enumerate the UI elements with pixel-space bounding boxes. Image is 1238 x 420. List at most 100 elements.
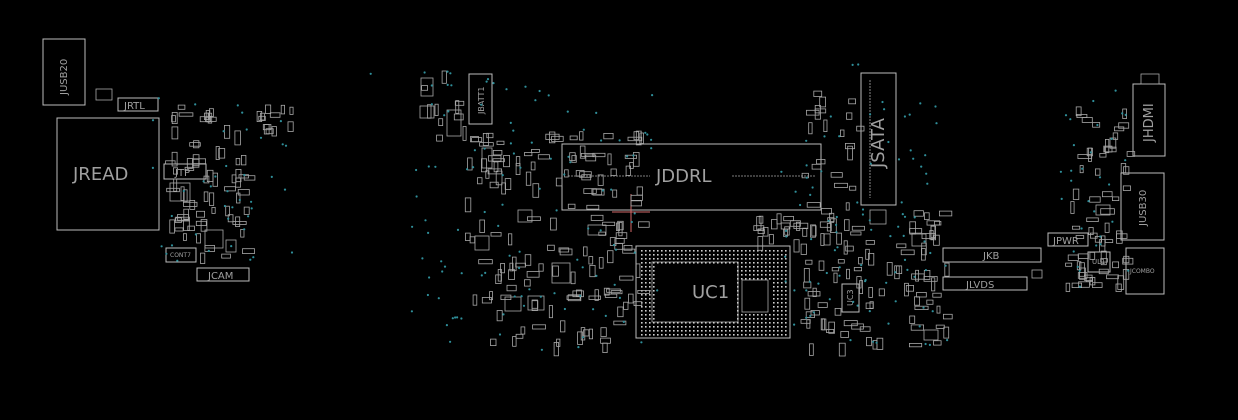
component-cont7[interactable]: CONT7 [165,247,197,263]
passive-pad [780,222,791,230]
passive-pad [1084,274,1093,282]
bga-ball [777,258,779,260]
bga-ball [737,270,739,272]
component-jcombo[interactable]: JCOMBO [1125,247,1165,295]
via [860,264,863,267]
bga-ball [641,314,643,316]
via [577,346,580,349]
passive-pad [175,216,190,222]
bga-ball [645,310,647,312]
passive-pad [856,276,862,289]
bga-ball [741,278,743,280]
bga-ball [781,286,783,288]
via [430,103,433,106]
via [290,251,294,254]
bga-ball [649,250,651,252]
passive-pad [567,294,582,302]
label-jcam: JCAM [207,271,233,282]
bga-ball [649,278,651,280]
passive-pads-right [800,90,953,357]
via [1078,285,1081,288]
component-jddrl[interactable]: JDDRL [561,143,822,211]
passive-pad [224,186,236,192]
bga-ball [749,322,751,324]
via [1069,118,1072,121]
bga-ball [705,262,707,264]
passive-pad [845,142,856,150]
bga-ball [653,270,655,272]
component-jlvds[interactable]: JLVDS [942,276,1028,291]
bga-ball [713,262,715,264]
passive-pad [617,306,624,318]
via [421,257,424,260]
bga-ball [653,262,655,264]
bga-ball [737,262,739,264]
passive-pad [421,85,429,91]
component-jusb30[interactable]: JUSB30 [1120,172,1165,241]
bga-ball [657,250,659,252]
bga-ball [649,286,651,288]
bga-ball [693,254,695,256]
component-jread[interactable]: JREAD [56,117,160,231]
via [151,119,155,122]
bga-ball [705,250,707,252]
bga-ball [753,266,755,268]
bga-ball [737,310,739,312]
passive-pad [846,112,853,120]
component-jhdmi[interactable]: JHDMI [1132,73,1166,157]
component-jcam[interactable]: JCAM [196,267,250,282]
bga-ball [709,334,711,336]
via [633,251,636,254]
bga-ball [769,262,771,264]
bga-ball [757,274,759,276]
bga-ball [641,258,643,260]
bga-ball [709,322,711,324]
passive-pad [943,326,950,339]
via [207,249,210,252]
bga-ball [737,266,739,268]
passive-pad [846,268,850,280]
bga-ball [689,326,691,328]
via [630,220,633,224]
via [784,255,787,258]
component-jrtl[interactable]: JRTL [117,97,159,112]
via [528,288,531,291]
bga-ball [729,334,731,336]
passive-pad [172,167,178,175]
bga-ball [669,262,671,264]
bga-ball [781,254,783,256]
bga-ball [745,330,747,332]
passive-pad [235,157,241,166]
via [165,252,168,255]
via [799,203,802,207]
passive-pad [633,301,643,307]
component-jpwr[interactable]: JPWR [1047,232,1089,247]
component-jkb[interactable]: JKB [942,247,1042,263]
bga-ball [717,250,719,252]
via [1092,99,1095,103]
component-uc3[interactable]: UC3 [841,283,860,313]
component-jusb20[interactable]: JUSB20 [42,38,86,106]
via [805,139,808,142]
label-ul1: UL1 [1092,258,1105,266]
bga-ball [745,318,747,320]
passive-pad [1065,282,1071,292]
passive-pad [600,337,611,344]
component-jsata[interactable]: JSATA [860,72,897,206]
passive-pad [1089,196,1101,203]
via [1072,250,1075,253]
passive-pad [588,256,594,265]
passive-pad [196,210,206,218]
component-jtp[interactable]: JTP [163,163,207,180]
passive-pad [526,271,540,278]
component-jbatt1[interactable]: JBATT1 [468,73,493,125]
passive-pad [453,113,464,121]
passive-pad [821,207,832,215]
via [935,122,938,125]
component-uc1[interactable]: UC1 [635,245,791,339]
bga-ball [741,270,743,272]
passive-pad [637,289,650,294]
via [231,206,234,209]
passive-pad [1090,232,1098,239]
